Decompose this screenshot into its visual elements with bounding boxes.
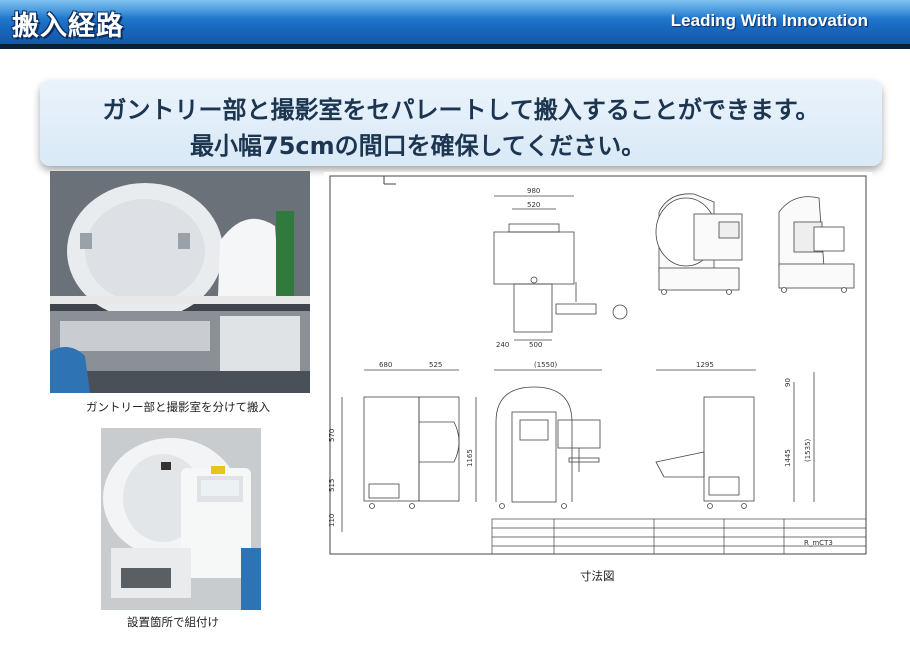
dim-front-1165: 1165 xyxy=(466,449,474,467)
dim-top-bottom: 500 xyxy=(529,341,542,349)
dim-side-1550: (1550) xyxy=(534,361,558,369)
dim-right-1295: 1295 xyxy=(696,361,714,369)
banner-line-2: 最小幅75cmの間口を確保してください。 xyxy=(190,132,646,160)
dim-front-570: 570 xyxy=(328,429,336,442)
dimension-drawing-svg: 980 520 240 500 xyxy=(328,175,867,555)
transport-caption: ガントリー部と撮影室を分けて搬入 xyxy=(86,400,270,414)
header-shine xyxy=(0,0,910,18)
dim-front-680: 680 xyxy=(379,361,392,369)
dim-front-110: 110 xyxy=(328,514,336,527)
title-block-model: R_mCT3 xyxy=(804,539,833,547)
transport-photo-image xyxy=(50,171,310,393)
dim-front-515: 515 xyxy=(328,479,336,492)
transport-photo xyxy=(50,171,310,393)
dim-front-525: 525 xyxy=(429,361,442,369)
dim-top-inner: 520 xyxy=(527,201,540,209)
banner-line-1: ガントリー部と撮影室をセパレートして搬入することができます。 xyxy=(102,96,820,124)
installed-photo xyxy=(101,428,261,610)
header-bar: 搬入経路 Leading With Innovation xyxy=(0,0,910,44)
slide-title: 搬入経路 xyxy=(12,11,124,42)
dim-top-left: 240 xyxy=(496,341,509,349)
message-banner: ガントリー部と撮影室をセパレートして搬入することができます。 最小幅75cmの間… xyxy=(40,80,882,166)
dimension-drawing: 980 520 240 500 xyxy=(324,172,872,558)
dim-right-90: 90 xyxy=(784,378,792,387)
installed-photo-image xyxy=(101,428,261,610)
header-stripe xyxy=(0,44,910,49)
tagline: Leading With Innovation xyxy=(670,11,868,30)
drawing-caption: 寸法図 xyxy=(580,569,615,583)
dim-right-1445: 1445 xyxy=(784,449,792,467)
dim-right-1535: (1535) xyxy=(804,438,812,462)
dim-top-width: 980 xyxy=(527,187,540,195)
installed-caption: 設置箇所で組付け xyxy=(127,615,219,629)
